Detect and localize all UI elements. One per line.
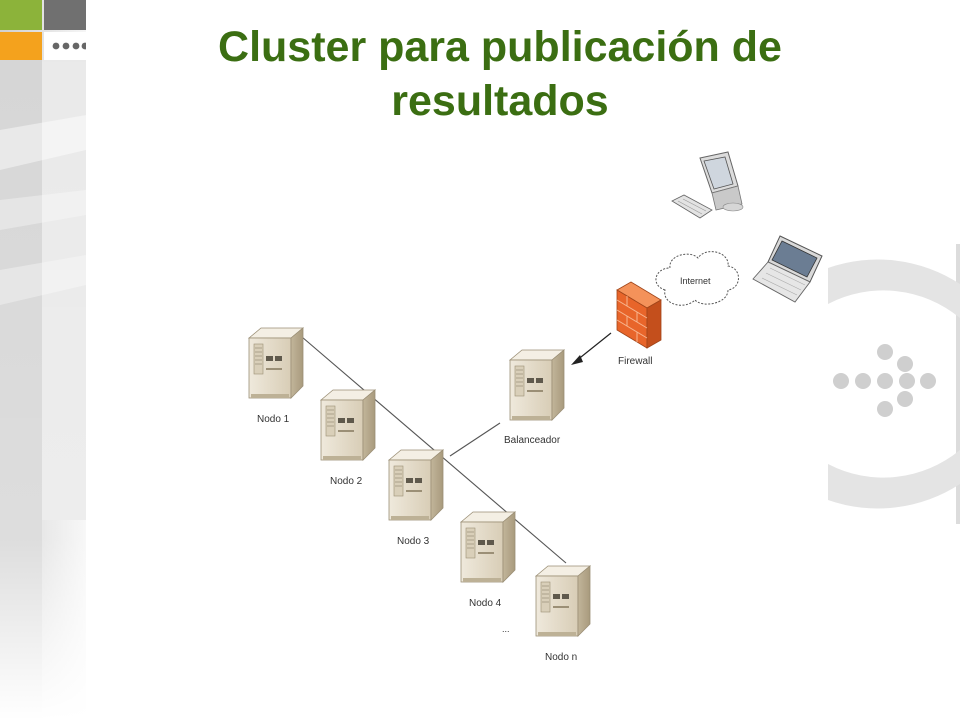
node-3-server-icon — [388, 449, 444, 521]
node-1-label: Nodo 1 — [257, 414, 290, 425]
slide-title: Cluster para publicación de resultados — [218, 23, 782, 125]
node-n-label: Nodo n — [545, 652, 577, 663]
node-3-label: Nodo 3 — [397, 536, 430, 547]
laptop-icon — [752, 235, 823, 303]
internet-label: Internet — [680, 276, 711, 286]
balancer-connection-line — [449, 422, 501, 457]
firewall-arrow-line — [575, 332, 612, 362]
balancer-server-icon — [509, 349, 565, 421]
node-4-server-icon — [460, 511, 516, 583]
left-band-graphic — [0, 0, 86, 720]
node-2-label: Nodo 2 — [330, 476, 363, 487]
node-2-server-icon — [320, 389, 376, 461]
ellipsis-label: ... — [502, 624, 510, 634]
balancer-label: Balanceador — [504, 435, 561, 446]
firewall-icon — [616, 281, 662, 349]
node-n-server-icon — [535, 565, 591, 637]
arrow-head — [571, 355, 583, 365]
firewall-label: Firewall — [618, 356, 652, 367]
desktop-computer-icon — [671, 151, 744, 219]
node-4-label: Nodo 4 — [469, 598, 502, 609]
decorative-logo-graphic — [828, 244, 960, 524]
node-1-server-icon — [248, 327, 304, 399]
internet-cloud-icon — [655, 251, 739, 306]
left-decorative-band — [0, 0, 86, 720]
